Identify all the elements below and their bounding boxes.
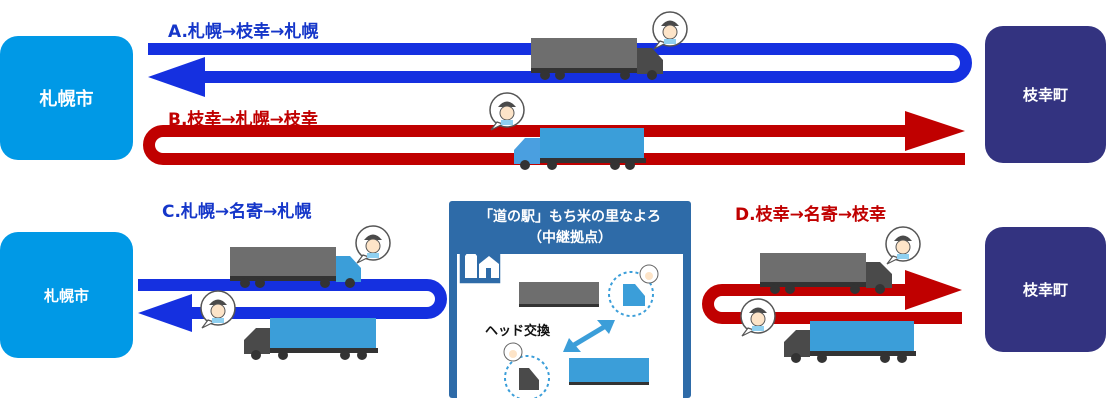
sapporo-city-box-bottom: 札幌市 [0,232,133,358]
driver-d2-icon [740,298,776,337]
exchange-arrow-icon [563,320,615,352]
sapporo-city-label: 札幌市 [39,89,94,110]
esashi-town-box-bottom: 枝幸町 [985,227,1106,352]
esashi-town-box-top: 枝幸町 [985,26,1106,163]
head-exchange-label: ヘッド交換 [485,324,551,339]
relay-point-title: 「道の駅」もち米の里なよろ （中継拠点） [449,207,691,249]
driver-c1-icon [355,225,391,264]
head-exchange-diagram [458,254,659,398]
driver-c2-icon [200,290,236,329]
relay-point-illustration: ヘッド交換 [457,254,683,398]
esashi-town-label: 枝幸町 [1022,281,1068,299]
truck-d2-icon [784,321,916,363]
truck-c1-icon [230,247,361,288]
esashi-town-label: 枝幸町 [1022,86,1068,104]
sapporo-city-box-top: 札幌市 [0,36,133,160]
route-b-arrow [143,111,965,165]
route-c-arrow [138,279,447,332]
route-d-label: D.枝幸→名寄→枝幸 [735,205,887,225]
relay-blue-trailer [569,358,649,382]
route-c-label: C.札幌→名寄→札幌 [162,202,312,222]
driver-d1-icon [885,226,921,265]
relay-point-panel: 「道の駅」もち米の里なよろ （中継拠点） [449,201,691,398]
truck-a-icon [531,38,663,80]
route-a-arrow [148,43,972,97]
truck-b-icon [514,128,646,170]
truck-c2-icon [244,318,378,360]
driver-b-icon [489,92,525,131]
relay-blue-cab [623,284,645,306]
relay-gray-trailer [519,282,599,304]
sapporo-city-label: 札幌市 [43,286,89,305]
relay-gray-cab [519,368,539,390]
route-a-label: A.札幌→枝幸→札幌 [168,22,319,42]
route-d-arrow [702,270,962,324]
roadside-station-icon [458,254,502,285]
truck-d1-icon [760,253,892,294]
relay-title-line2: （中継拠点） [528,230,612,246]
relay-title-line1: 「道の駅」もち米の里なよろ [479,209,661,225]
